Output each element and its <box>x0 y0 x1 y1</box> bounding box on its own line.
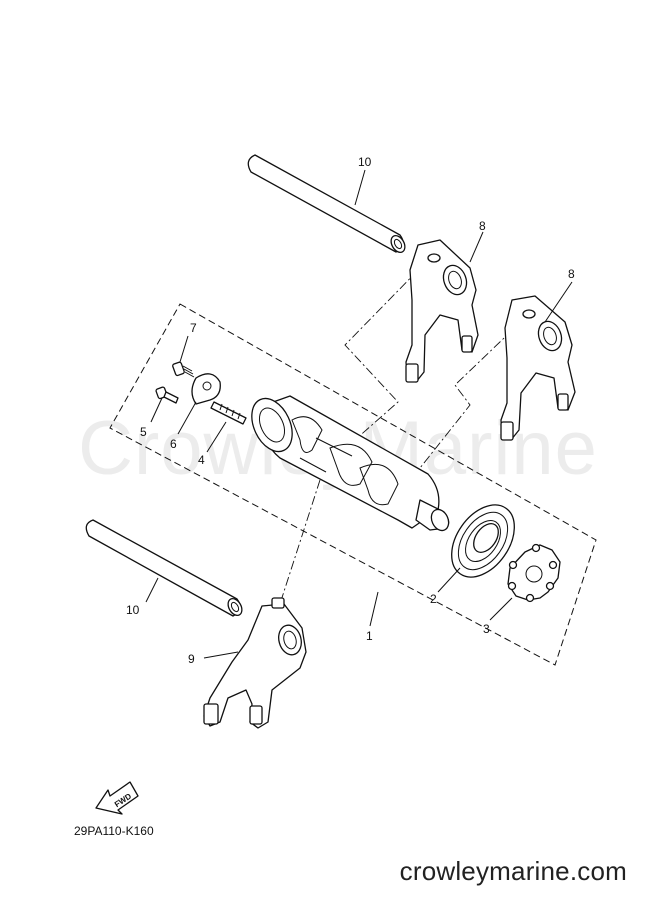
fork-guide-line-lower <box>277 479 321 611</box>
callout-3: 3 <box>483 622 490 636</box>
diagram-code: 29PA110-K160 <box>74 824 154 838</box>
screw-7 <box>172 361 195 378</box>
callout-9: 9 <box>188 652 195 666</box>
assembly-boundary <box>109 303 597 666</box>
drum-segment <box>507 543 561 603</box>
shift-fork-upper <box>405 239 479 383</box>
callout-7: 7 <box>190 321 197 335</box>
callout-10-lower: 10 <box>126 603 140 617</box>
leader-lines <box>145 169 573 659</box>
callout-10-upper: 10 <box>358 155 372 169</box>
shift-fork-right <box>500 295 576 441</box>
callout-8-upper: 8 <box>479 219 486 233</box>
callout-1: 1 <box>366 629 373 643</box>
fork-guide-line-upper <box>329 257 431 463</box>
shift-drum <box>251 395 450 532</box>
bolt-5 <box>155 386 179 404</box>
callout-5: 5 <box>140 425 147 439</box>
shift-shaft-lower <box>85 519 243 617</box>
callout-6: 6 <box>170 437 177 451</box>
site-credit: crowleymarine.com <box>399 856 627 886</box>
stopper-plate-6 <box>191 373 221 405</box>
fwd-arrow-icon: FWD <box>95 781 139 815</box>
callout-4: 4 <box>198 453 205 467</box>
callout-8-right: 8 <box>568 267 575 281</box>
shift-shaft-upper <box>247 154 406 254</box>
callout-2: 2 <box>430 592 437 606</box>
bearing <box>451 504 515 578</box>
pin-4 <box>210 401 247 425</box>
shift-fork-lower <box>203 597 307 729</box>
fork-guide-line-right <box>419 317 526 469</box>
